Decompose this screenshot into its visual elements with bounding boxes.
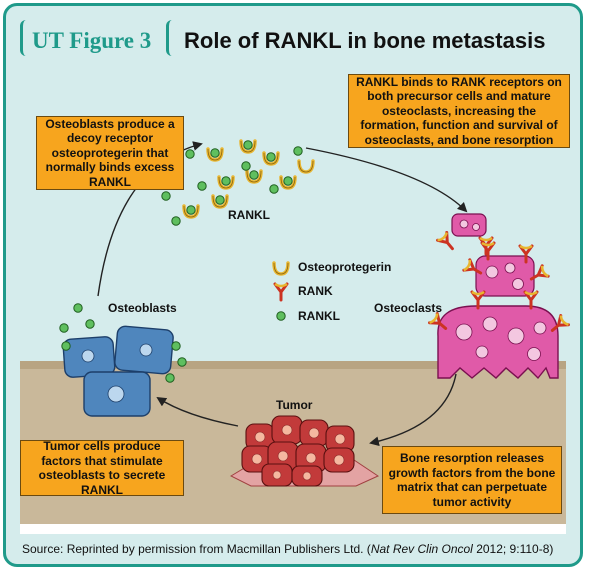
- osteoclast-precursor-medium: [462, 241, 550, 297]
- legend-icons: [272, 261, 290, 321]
- note-osteoprotegerin: Osteoblasts produce a decoy receptor ost…: [36, 116, 184, 190]
- label-rankl-cluster: RANKL: [228, 208, 270, 222]
- label-osteoblasts: Osteoblasts: [108, 301, 177, 315]
- source-citation: Source: Reprinted by permission from Mac…: [22, 542, 553, 556]
- source-prefix: Source: Reprinted by permission from Mac…: [22, 542, 371, 556]
- header-bracket-left: [20, 20, 31, 56]
- note-rankl-binding: RANKL binds to RANK receptors on both pr…: [348, 74, 570, 148]
- legend-label-osteoprotegerin: Osteoprotegerin: [298, 260, 392, 274]
- arrow-rankl-to-osteoclasts: [305, 147, 468, 213]
- osteoclast-precursor-small: [436, 213, 494, 256]
- figure-title: Role of RANKL in bone metastasis: [184, 28, 546, 53]
- legend-label-rank: RANK: [298, 284, 333, 298]
- osteoblast-cells: [59, 303, 187, 417]
- figure-label: UT Figure 3: [32, 28, 152, 53]
- rankl-icon: [276, 311, 286, 321]
- tumor-mass: [229, 415, 380, 487]
- figure-frame: UT Figure 3 Role of RANKL in bone metast…: [3, 3, 583, 567]
- note-tumor-factors: Tumor cells produce factors that stimula…: [20, 439, 184, 497]
- source-journal: Nat Rev Clin Oncol: [370, 542, 473, 556]
- header-bracket-right: [166, 20, 177, 56]
- osteoprotegerin-icon: [272, 261, 290, 276]
- bone-surface: [20, 361, 566, 369]
- note-bone-resorption: Bone resorption releases growth factors …: [382, 446, 562, 514]
- rank-icon: [273, 282, 289, 302]
- source-suffix: 2012; 9:110-8): [472, 542, 554, 556]
- arrow-tumor-to-osteoblasts: [156, 396, 239, 427]
- mature-osteoclast: [428, 290, 570, 380]
- arrow-osteoclasts-to-tumor: [369, 373, 457, 447]
- legend-label-rankl: RANKL: [298, 309, 340, 323]
- source-strip: [20, 524, 566, 534]
- label-osteoclasts: Osteoclasts: [374, 301, 443, 315]
- label-tumor: Tumor: [276, 398, 313, 412]
